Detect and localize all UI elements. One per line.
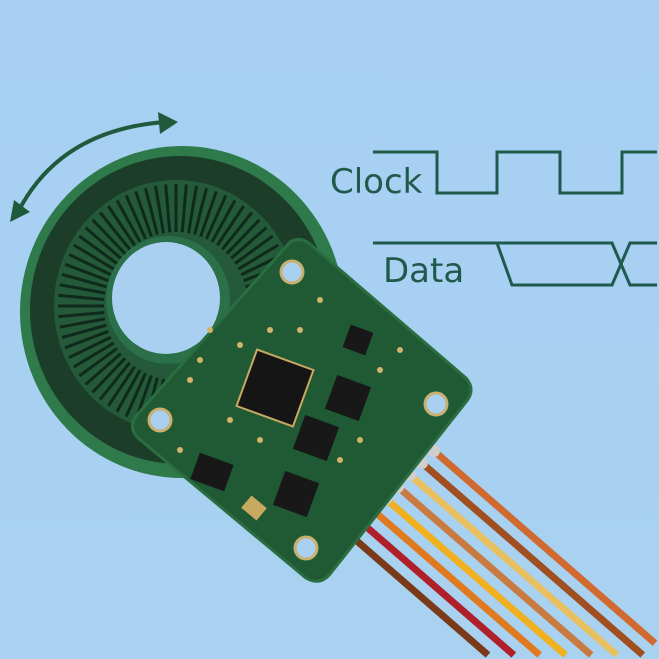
chip [292, 414, 340, 462]
mount-hole [279, 259, 305, 285]
mount-hole [293, 535, 319, 561]
encoder-tick [216, 205, 245, 247]
encoder-tick [84, 226, 122, 260]
solder-pad [237, 342, 243, 348]
solder-pad [207, 327, 213, 333]
rotation-arrow-icon [10, 112, 178, 222]
timing-diagram [373, 150, 657, 287]
encoder-tick [68, 335, 112, 359]
ribbon-wires [344, 445, 658, 658]
encoder-tick [78, 347, 118, 378]
clock-label: Clock [330, 162, 423, 202]
encoder-tick [164, 184, 172, 233]
wire [419, 460, 646, 658]
solder-pad [197, 357, 203, 363]
encoder-tick [124, 194, 147, 240]
encoder-tick [210, 199, 237, 243]
data-label: Data [383, 251, 464, 291]
wire [395, 484, 594, 658]
encoder-tick [199, 190, 218, 237]
encoder-tick [205, 194, 228, 240]
encoder-tick [98, 211, 131, 251]
wire [371, 508, 542, 658]
encoder-tick [107, 365, 136, 407]
encoder-tick [91, 218, 127, 255]
encoder-tick [68, 253, 112, 277]
solder-pad [257, 437, 263, 443]
encoder-tick [59, 317, 106, 329]
chip [324, 374, 372, 422]
chip [342, 324, 374, 356]
wire [383, 496, 568, 658]
solder-pad [397, 347, 403, 353]
encoder-tick [124, 372, 147, 418]
solder-pad [267, 327, 273, 333]
encoder-tick [61, 323, 107, 340]
encoder-tick [115, 369, 142, 413]
solder-pad [317, 297, 323, 303]
encoder-tick [58, 293, 105, 302]
encoder-tick [234, 234, 274, 265]
main-chip [235, 348, 315, 428]
encoder-tick [61, 272, 107, 289]
solder-pad [187, 377, 193, 383]
mount-hole [423, 391, 449, 417]
encoder-tick [193, 187, 208, 235]
solder-pad [297, 327, 303, 333]
encoder-tick [91, 357, 127, 394]
solder-pads [177, 297, 403, 463]
mount-hole [147, 407, 173, 433]
solder-pad [357, 437, 363, 443]
data-waveform-low [495, 241, 657, 287]
wire [359, 520, 517, 658]
encoder-tick [225, 218, 261, 255]
chip [272, 470, 320, 518]
pcb-board [131, 237, 473, 583]
encoder-tick [73, 341, 115, 369]
encoder-tick [230, 226, 268, 260]
encoder-tick [237, 243, 279, 271]
clock-waveform [373, 150, 657, 195]
encoder-tick [59, 283, 106, 295]
solder-pad [337, 457, 343, 463]
encoder-tick [73, 243, 115, 271]
encoder-tick [187, 185, 198, 234]
encoder-tick [134, 190, 153, 237]
wire [431, 448, 658, 646]
encoder-tick [115, 199, 142, 243]
encoder-tick [78, 234, 118, 265]
encoder-tick [58, 310, 105, 319]
encoder-tick [154, 185, 165, 234]
encoder-hole [112, 242, 220, 354]
encoder-tick [180, 184, 188, 233]
encoder-tick [64, 329, 109, 350]
capacitor [241, 495, 267, 521]
chip [190, 452, 234, 492]
encoder-tick [84, 352, 122, 386]
encoder-tick [107, 205, 136, 247]
data-waveform-high [373, 241, 657, 287]
wire [347, 532, 491, 658]
solder-pad [377, 367, 383, 373]
encoder-tick [64, 262, 109, 283]
solder-pad [177, 447, 183, 453]
solder-pad [227, 417, 233, 423]
wire [407, 472, 620, 658]
encoder-tick [98, 361, 131, 401]
encoder-tick [144, 187, 159, 235]
encoder-tick [221, 211, 254, 251]
